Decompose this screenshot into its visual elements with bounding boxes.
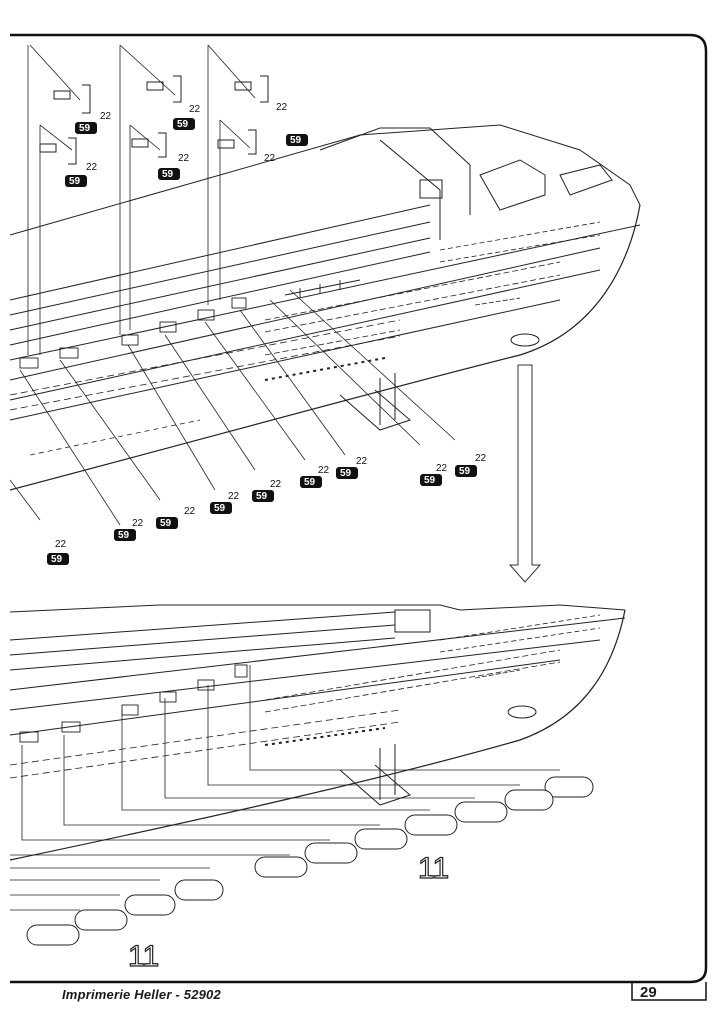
tag-59-label: 59	[256, 491, 268, 502]
step-number-right: 11	[418, 852, 449, 885]
tag-59-label: 59	[340, 468, 352, 479]
tag-59-label: 59	[160, 518, 172, 529]
callout-59-22: 59 22	[252, 479, 282, 502]
page-number: 29	[640, 984, 657, 1001]
tag-59-label: 59	[424, 475, 436, 486]
callout-59-22: 22	[234, 75, 288, 113]
callout-59-22: 59 22	[300, 465, 330, 488]
tag-22-label: 22	[189, 104, 201, 115]
tag-59-label: 59	[118, 530, 130, 541]
tag-22-label: 22	[178, 153, 190, 164]
tag-22-label: 22	[184, 506, 196, 517]
callout-59-22: 59 22	[53, 84, 112, 134]
tag-59-label: 59	[79, 123, 91, 134]
tag-59-label: 59	[290, 135, 302, 146]
hull-upper-view	[9, 124, 641, 491]
tag-59-label: 59	[162, 169, 174, 180]
tag-59-label: 59	[304, 477, 316, 488]
callout-59-22: 59 22	[455, 453, 487, 477]
tag-59-label: 59	[214, 503, 226, 514]
callout-59-22: 59 22	[156, 506, 196, 529]
hull-lower-view	[9, 604, 626, 861]
tag-59-label: 59	[69, 176, 81, 187]
callout-59-22: 59 22	[336, 456, 368, 479]
tag-22-label: 22	[276, 102, 288, 113]
page-border	[10, 33, 708, 984]
callout-59-22: 59 22	[210, 491, 240, 514]
tag-22-label: 22	[264, 153, 276, 164]
tag-22-label: 22	[132, 518, 144, 529]
callout-59-22: 59 22	[131, 132, 190, 180]
tag-22-label: 22	[356, 456, 368, 467]
callout-59-22: 59 22	[217, 129, 308, 164]
lifeboat-routing-lines	[10, 665, 560, 911]
publisher-footer: Imprimerie Heller - 52902	[62, 987, 221, 1002]
tag-22-label: 22	[100, 111, 112, 122]
transition-arrow	[508, 364, 542, 583]
callout-59-22: 59 22	[47, 539, 69, 565]
tag-22-label: 22	[475, 453, 487, 464]
tag-22-label: 22	[436, 463, 448, 474]
tag-22-label: 22	[55, 539, 67, 550]
tag-22-label: 22	[270, 479, 282, 490]
page-number-box	[631, 982, 707, 1001]
callout-59-22: 59 22	[420, 463, 448, 486]
tag-59-label: 59	[51, 554, 63, 565]
leader-lines-top	[9, 44, 456, 526]
callout-59-22: 59 22	[114, 518, 144, 541]
lifeboats-row-left	[26, 879, 224, 946]
lifeboats-row-right	[254, 776, 594, 878]
step-number-left: 11	[128, 940, 159, 973]
tag-22-label: 22	[228, 491, 240, 502]
tag-59-label: 59	[177, 119, 189, 130]
callout-59-22: 59 22	[146, 75, 201, 130]
tag-22-label: 22	[86, 162, 98, 173]
tag-22-label: 22	[318, 465, 330, 476]
tag-59-label: 59	[459, 466, 471, 477]
callout-59-22: 59 22	[39, 137, 98, 187]
